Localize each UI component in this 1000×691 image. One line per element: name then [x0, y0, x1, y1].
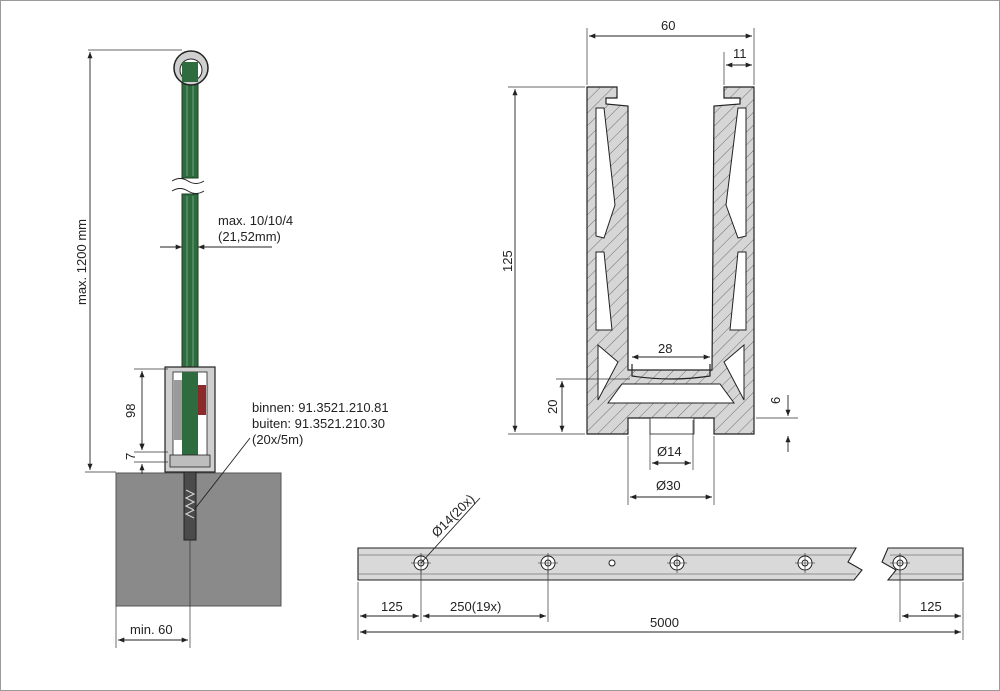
code-outer-label: buiten: 91.3521.210.30: [252, 416, 385, 431]
hole-small-label: Ø14: [657, 444, 682, 459]
profile-lip-label: 11: [733, 46, 747, 61]
base-profile-side: [164, 366, 216, 473]
height-label: max. 1200 mm: [74, 219, 89, 305]
profile-base-height-label: 20: [545, 400, 560, 414]
rail-view: Ø14(20x) 125 250(19x) 125 5000: [357, 491, 964, 640]
rail-end-left-label: 125: [381, 599, 403, 614]
rail-pin-hole: [608, 559, 616, 567]
profile-section: 60 11 125 28 20 6: [500, 18, 798, 505]
side-view: max. 1200 mm max. 10/10/4 (21,52mm) 98 7…: [74, 49, 389, 648]
profile-height-label: 98: [123, 404, 138, 418]
rail-end-right-label: 125: [920, 599, 942, 614]
base-offset-label: 7: [123, 453, 138, 460]
min-width-label: min. 60: [130, 622, 173, 637]
profile-height-125-label: 125: [500, 250, 515, 272]
glass-thickness-sub-label: (21,52mm): [218, 229, 281, 244]
rail-hole-label: Ø14(20x): [429, 491, 478, 540]
glass-thickness-label: max. 10/10/4: [218, 213, 293, 228]
code-pack-label: (20x/5m): [252, 432, 303, 447]
rail-pitch-label: 250(19x): [450, 599, 501, 614]
rail-hole: [538, 553, 558, 573]
concrete-base: [115, 472, 282, 607]
rail-hole: [890, 553, 910, 573]
rail-hole: [667, 553, 687, 573]
profile-base-thickness-label: 6: [768, 397, 783, 404]
handrail-cap: [173, 50, 209, 86]
profile-width-label: 60: [661, 18, 675, 33]
code-inner-label: binnen: 91.3521.210.81: [252, 400, 389, 415]
hole-large-label: Ø30: [656, 478, 681, 493]
rail-hole: [795, 553, 815, 573]
profile-outline: [586, 86, 755, 435]
rail-total-length-label: 5000: [650, 615, 679, 630]
anchor-bolt: [183, 471, 197, 541]
profile-inner-width-label: 28: [658, 341, 672, 356]
